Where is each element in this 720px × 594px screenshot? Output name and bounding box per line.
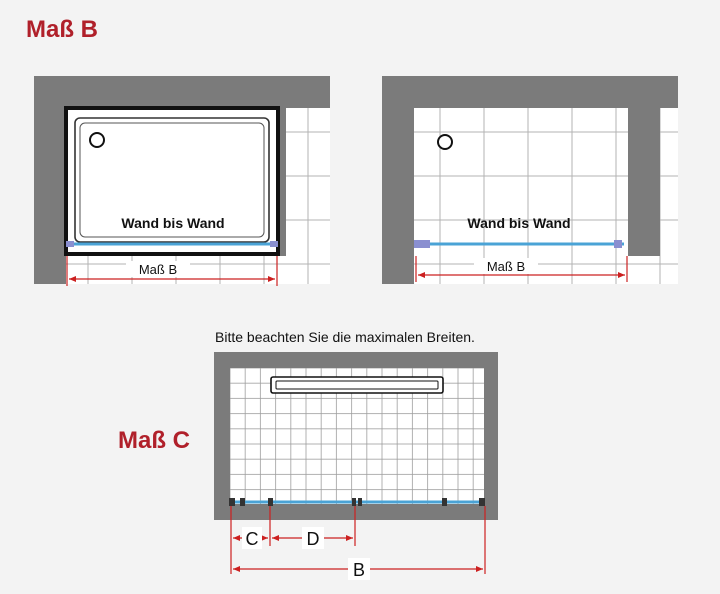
label-wand-bis-wand: Wand bis Wand [467,215,570,231]
drain-icon [437,134,453,150]
dim-arrow-right [618,272,625,278]
door-bracket-7 [479,498,485,506]
dim-b-label: B [353,560,365,580]
label-mass-b: Maß B [487,259,525,274]
dim-d-label: D [307,529,320,549]
door-bracket-left [66,241,74,247]
note-max-widths: Bitte beachten Sie die maximalen Breiten… [215,329,475,345]
door-bracket-6 [442,498,447,506]
linear-drain-icon [270,376,444,394]
shower-tray-inner [74,117,270,243]
dim-b-label-bg [348,558,370,580]
dim-b-arrow-right [476,566,483,572]
heading-mass-c: Maß C [118,427,190,454]
dim-d-arrow-left [272,535,279,541]
label-mass-b: Maß B [139,262,177,277]
dim-d-arrow-right [346,535,353,541]
door-bracket-left [414,240,430,248]
heading-mass-b: Maß B [26,16,98,43]
shower-tray-inner2 [79,122,265,238]
diagram-no-tray-wall-to-wall: Wand bis Wand Maß B [382,76,678,284]
dim-label-bg [474,258,538,274]
linear-drain-inner [275,380,439,390]
dim-c-arrow-right [261,535,268,541]
dim-arrow-right [268,276,275,282]
drain-icon [89,132,105,148]
wall-u-shape [34,76,330,284]
dim-d-label-bg [302,527,324,549]
door-bracket-5 [358,498,362,506]
dim-label-bg [126,261,190,277]
door-bracket-1 [229,498,235,506]
door-bracket-right [614,240,622,248]
dim-c-arrow-left [233,535,240,541]
door-bracket-right [270,241,278,247]
door-bracket-3 [268,498,273,506]
dim-b-arrow-left [233,566,240,572]
dim-c-label: C [246,529,259,549]
dim-c-label-bg [242,527,262,549]
dim-arrow-left [418,272,425,278]
label-wand-bis-wand: Wand bis Wand [121,215,224,231]
dim-arrow-left [69,276,76,282]
diagram-mass-c: C D B [214,352,498,580]
diagram-tray-wall-to-wall: Wand bis Wand Maß B [34,76,330,286]
wall-u-shape-2 [382,76,678,284]
door-bracket-2 [240,498,245,506]
door-bracket-4 [352,498,356,506]
